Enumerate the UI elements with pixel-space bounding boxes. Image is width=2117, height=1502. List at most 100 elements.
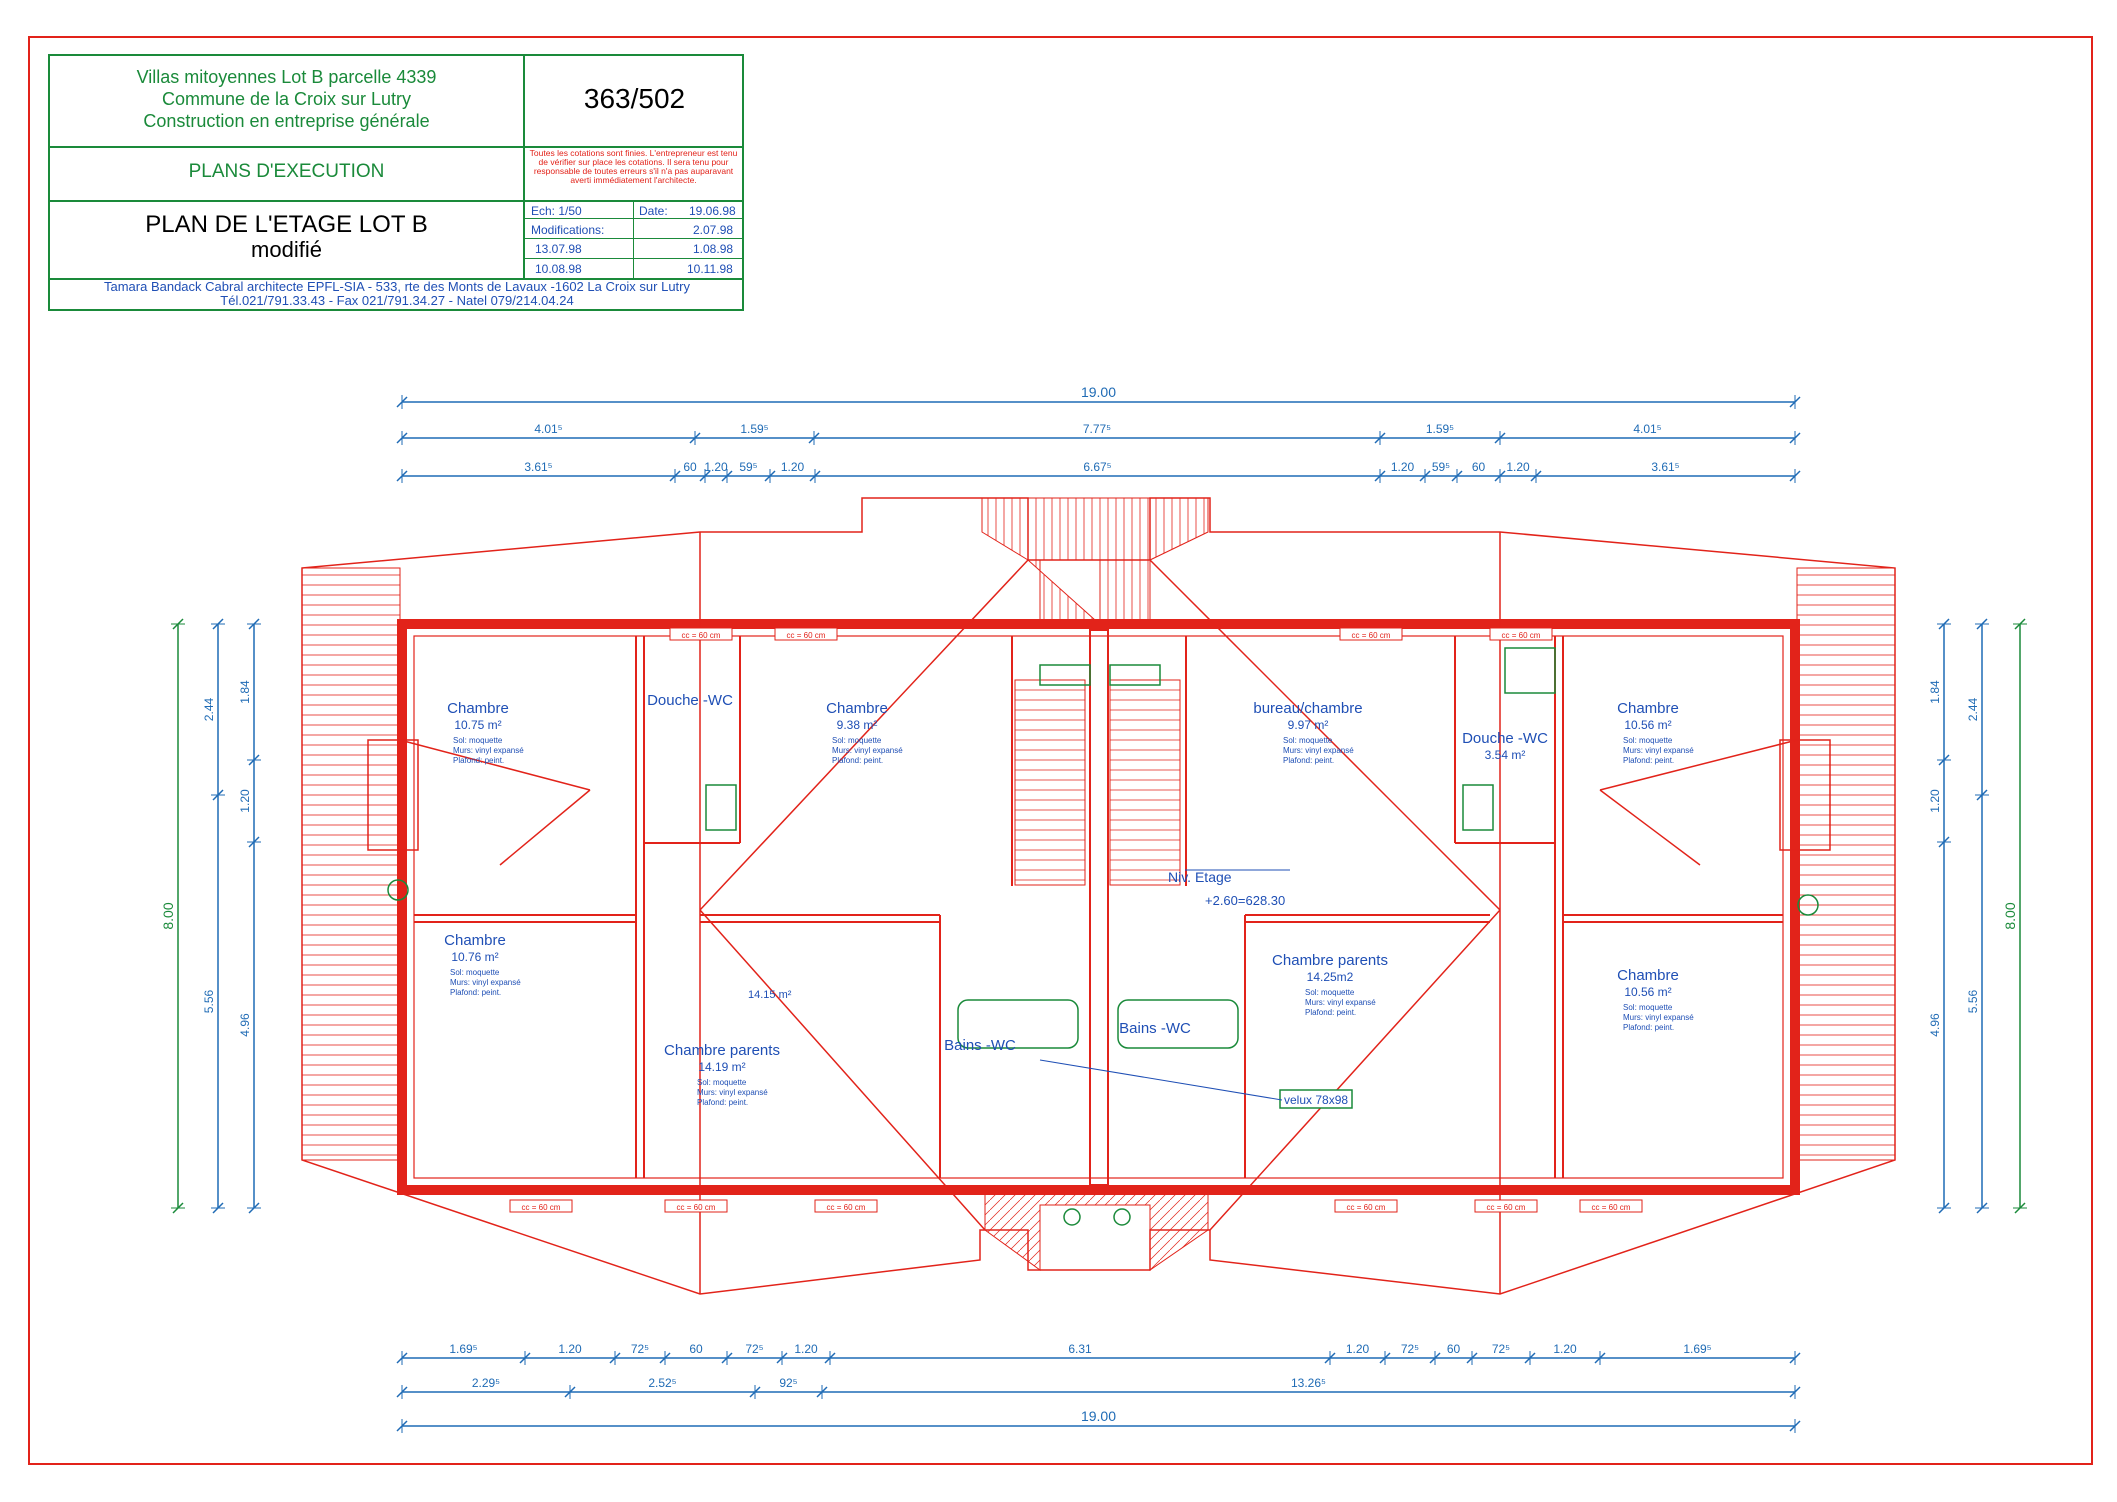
room-name-10: Chambre parents	[1272, 952, 1388, 969]
dim-bot-row1-8: 72⁵	[1401, 1342, 1419, 1356]
dim-top-row3-0: 3.61⁵	[524, 460, 552, 474]
dim-bot-row1-11: 1.20	[1553, 1342, 1577, 1356]
room-finish-3-1: Murs: vinyl expansé	[1283, 746, 1354, 755]
dim-top-row3-9: 1.20	[1506, 460, 1530, 474]
mod-4: 10.08.98	[535, 262, 582, 276]
stair-steps	[1015, 689, 1180, 881]
level-label: Niv. Etage	[1168, 869, 1232, 885]
dim-bot-row1-4: 72⁵	[745, 1342, 763, 1356]
dim-right-inner-2: 4.96	[1928, 1013, 1942, 1037]
dim-left-inner-2: 4.96	[238, 1013, 252, 1037]
dim-bot-row1-3: 60	[689, 1342, 703, 1356]
sheet-frame	[28, 36, 2093, 1465]
window-tag-box-7	[1334, 1199, 1398, 1213]
room-finish-2-2: Plafond: peint.	[832, 756, 883, 765]
top-dormer-hatch	[981, 497, 1209, 621]
room-area-5: 10.56 m²	[1624, 718, 1671, 732]
window-tag-2: cc = 60 cm	[1352, 631, 1391, 640]
dim-top-row3-6: 1.20	[1391, 460, 1415, 474]
room-name-11: Chambre	[1617, 967, 1679, 984]
dim-right-mid-1: 5.56	[1966, 989, 1980, 1013]
party-wall	[1089, 629, 1109, 1186]
dim-top-row2-1: 1.59⁵	[740, 422, 768, 436]
room-finish-7-2: Plafond: peint.	[697, 1098, 748, 1107]
room-finish-2-1: Murs: vinyl expansé	[832, 746, 903, 755]
disclaimer: Toutes les cotations sont finies. L'entr…	[529, 148, 738, 185]
dim-top-row2-0: 4.01⁵	[534, 422, 562, 436]
dim-bot-row1-0: 1.69⁵	[449, 1342, 477, 1356]
dim-right-mid-0: 2.44	[1966, 697, 1980, 721]
window-tag-0: cc = 60 cm	[682, 631, 721, 640]
mod-2: 13.07.98	[535, 242, 582, 256]
room-area-10: 14.25m2	[1307, 970, 1354, 984]
room-finish-10-2: Plafond: peint.	[1305, 1008, 1356, 1017]
room-finish-11-2: Plafond: peint.	[1623, 1023, 1674, 1032]
dim-right-inner-1: 1.20	[1928, 789, 1942, 813]
room-area-4: 3.54 m²	[1485, 748, 1526, 762]
window-tag-7: cc = 60 cm	[1347, 1203, 1386, 1212]
dim-bot-row1-1: 1.20	[558, 1342, 582, 1356]
project-line-1: Villas mitoyennes Lot B parcelle 4339	[136, 67, 437, 87]
window-tag-box-1	[774, 627, 838, 641]
level-value: +2.60=628.30	[1205, 893, 1285, 908]
dim-top-row3-7: 59⁵	[1432, 460, 1450, 474]
dim-bot-row1-10: 72⁵	[1492, 1342, 1510, 1356]
room-name-8: Bains -WC	[944, 1037, 1016, 1054]
dim-left-mid-0: 2.44	[202, 697, 216, 721]
project-line-3: Construction en entreprise générale	[143, 111, 430, 131]
dim-bot-row2-0: 2.29⁵	[472, 1376, 500, 1390]
room-name-2: Chambre	[826, 700, 888, 717]
room-name-3: bureau/chambre	[1253, 700, 1362, 717]
window-tag-box-0	[669, 627, 733, 641]
dim-top-row2-4: 4.01⁵	[1633, 422, 1661, 436]
room-finish-6-2: Plafond: peint.	[450, 988, 501, 997]
area-1415: 14.15 m²	[748, 989, 792, 1001]
window-tag-6: cc = 60 cm	[827, 1203, 866, 1212]
dim-bot-row2-3: 13.26⁵	[1291, 1376, 1326, 1390]
left-eave-hatch	[301, 567, 401, 1161]
dim-bot-row2-1: 2.52⁵	[648, 1376, 676, 1390]
drawing-title-line-1: PLAN DE L'ETAGE LOT B	[145, 211, 428, 238]
window-tag-5: cc = 60 cm	[677, 1203, 716, 1212]
window-tag-4: cc = 60 cm	[522, 1203, 561, 1212]
room-finish-0-1: Murs: vinyl expansé	[453, 746, 524, 755]
dim-top-row3-5: 6.67⁵	[1083, 460, 1111, 474]
dim-right-inner-0: 1.84	[1928, 680, 1942, 704]
window-tag-1: cc = 60 cm	[787, 631, 826, 640]
right-eave-hatch	[1796, 567, 1896, 1161]
dim-bot-row2-2: 92⁵	[779, 1376, 797, 1390]
dim-top-total-0: 19.00	[1081, 384, 1116, 400]
dim-top-row3-3: 59⁵	[739, 460, 757, 474]
drawing-title-line-2: modifié	[251, 237, 322, 262]
scale-label: Ech: 1/50	[531, 204, 582, 218]
dim-right-outer-0: 8.00	[2002, 902, 2018, 929]
window-tag-box-2	[1339, 627, 1403, 641]
room-name-5: Chambre	[1617, 700, 1679, 717]
room-area-3: 9.97 m²	[1288, 718, 1329, 732]
room-name-7: Chambre parents	[664, 1042, 780, 1059]
room-finish-6-0: Sol: moquette	[450, 968, 500, 977]
dim-top-row3-1: 60	[683, 460, 697, 474]
outer-walls	[397, 619, 1800, 1195]
room-area-6: 10.76 m²	[451, 950, 498, 964]
room-name-4: Douche -WC	[1462, 730, 1548, 747]
room-finish-5-2: Plafond: peint.	[1623, 756, 1674, 765]
room-finish-3-0: Sol: moquette	[1283, 736, 1333, 745]
room-finish-10-1: Murs: vinyl expansé	[1305, 998, 1376, 1007]
dim-top-row2-2: 7.77⁵	[1083, 422, 1111, 436]
project-line-2: Commune de la Croix sur Lutry	[161, 89, 412, 109]
date-value: 19.06.98	[689, 204, 736, 218]
drawing-number: 363/502	[583, 83, 686, 114]
interior-partitions	[414, 636, 1783, 1178]
room-name-6: Chambre	[444, 932, 506, 949]
dim-bot-row1-7: 1.20	[1346, 1342, 1370, 1356]
room-finish-0-2: Plafond: peint.	[453, 756, 504, 765]
date-label: Date:	[639, 204, 668, 218]
dim-top-row3-4: 1.20	[781, 460, 805, 474]
mod-3: 1.08.98	[693, 242, 734, 256]
dim-bot-total-0: 19.00	[1081, 1408, 1116, 1424]
room-finish-10-0: Sol: moquette	[1305, 988, 1355, 997]
